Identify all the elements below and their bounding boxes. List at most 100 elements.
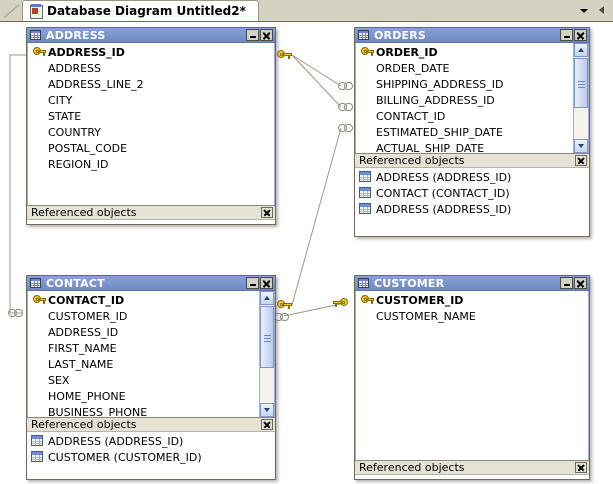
column-name: CONTACT_ID [48, 293, 125, 307]
table-title-bar[interactable]: ADDRESS [27, 28, 275, 43]
referenced-object-item[interactable]: ADDRESS (ADDRESS_ID) [355, 169, 589, 185]
column-icon-spacer [360, 61, 375, 75]
scroll-up-button[interactable] [574, 43, 588, 57]
referenced-object-label: ADDRESS (ADDRESS_ID) [48, 434, 184, 448]
column-row[interactable]: CONTACT_ID [356, 108, 573, 124]
column-row[interactable]: COUNTRY [28, 124, 274, 140]
referenced-objects-close-icon[interactable] [575, 155, 587, 166]
scrollbar-thumb[interactable] [574, 58, 588, 108]
tab-strip: Database Diagram Untitled2* [0, 0, 613, 22]
column-row[interactable]: CUSTOMER_ID [28, 308, 259, 324]
referenced-object-item[interactable]: CONTACT (CONTACT_ID) [355, 185, 589, 201]
referenced-objects-bar[interactable]: Referenced objects [355, 460, 589, 475]
column-row[interactable]: POSTAL_CODE [28, 140, 274, 156]
column-row-primary-key[interactable]: CONTACT_ID [28, 292, 259, 308]
minimize-button[interactable] [560, 277, 573, 289]
column-name: REGION_ID [48, 157, 109, 171]
column-row[interactable]: HOME_PHONE [28, 388, 259, 404]
column-name: LAST_NAME [48, 357, 114, 371]
column-name: CONTACT_ID [376, 109, 446, 123]
referenced-object-item[interactable]: ADDRESS (ADDRESS_ID) [355, 201, 589, 217]
tab-database-diagram[interactable]: Database Diagram Untitled2* [22, 0, 259, 21]
column-row-primary-key[interactable]: ORDER_ID [356, 44, 573, 60]
column-name: ADDRESS_LINE_2 [48, 77, 144, 91]
vertical-scrollbar[interactable] [573, 43, 588, 153]
minimize-button[interactable] [246, 277, 259, 289]
table-grid-icon [359, 187, 372, 199]
column-icon-spacer [360, 93, 375, 107]
table-grid-icon [31, 451, 44, 463]
column-row[interactable]: LAST_NAME [28, 356, 259, 372]
column-name: SHIPPING_ADDRESS_ID [376, 77, 504, 91]
table-name: CONTACT [46, 276, 105, 290]
table-title-bar[interactable]: ORDERS [355, 28, 589, 43]
scroll-down-button[interactable] [260, 403, 274, 417]
column-row-primary-key[interactable]: CUSTOMER_ID [356, 292, 588, 308]
relationship-key-marker-contact [277, 300, 293, 309]
table-title-bar[interactable]: CUSTOMER [355, 276, 589, 291]
chevron-down-icon[interactable] [578, 5, 591, 16]
close-tab-icon[interactable] [595, 4, 609, 17]
diagram-file-icon [29, 4, 43, 19]
column-row[interactable]: BUSINESS_PHONE [28, 404, 259, 418]
column-name: ORDER_ID [376, 45, 438, 59]
primary-key-icon [32, 293, 47, 307]
referenced-object-item[interactable]: ADDRESS (ADDRESS_ID) [27, 433, 275, 449]
column-row[interactable]: SEX [28, 372, 259, 388]
scroll-down-button[interactable] [574, 139, 588, 153]
table-icon [358, 29, 370, 41]
referenced-objects-list [355, 475, 589, 477]
close-button[interactable] [574, 277, 587, 289]
column-name: SEX [48, 373, 70, 387]
referenced-object-item[interactable]: CUSTOMER (CUSTOMER_ID) [27, 449, 275, 465]
close-button[interactable] [260, 277, 273, 289]
column-icon-spacer [32, 389, 47, 403]
column-row[interactable]: ADDRESS_LINE_2 [28, 76, 274, 92]
referenced-objects-close-icon[interactable] [575, 462, 587, 473]
referenced-object-label: ADDRESS (ADDRESS_ID) [376, 170, 512, 184]
column-row[interactable]: ADDRESS [28, 60, 274, 76]
column-icon-spacer [32, 93, 47, 107]
referenced-objects-bar[interactable]: Referenced objects [27, 417, 275, 432]
tab-strip-left-edge [0, 3, 24, 21]
column-row[interactable]: CITY [28, 92, 274, 108]
referenced-objects-close-icon[interactable] [261, 419, 273, 430]
column-row[interactable]: ADDRESS_ID [28, 324, 259, 340]
minimize-button[interactable] [246, 29, 259, 41]
close-button[interactable] [260, 29, 273, 41]
relationship-link-marker-contact-customer [274, 313, 290, 321]
referenced-objects-close-icon[interactable] [261, 207, 273, 218]
scroll-up-button[interactable] [260, 291, 274, 305]
column-row[interactable]: BILLING_ADDRESS_ID [356, 92, 573, 108]
column-icon-spacer [360, 77, 375, 91]
referenced-objects-bar[interactable]: Referenced objects [355, 153, 589, 168]
minimize-button[interactable] [560, 29, 573, 41]
relationship-link-marker-orders-billing [338, 103, 354, 111]
column-row[interactable]: REGION_ID [28, 156, 274, 172]
referenced-objects-bar[interactable]: Referenced objects [27, 205, 275, 220]
referenced-objects-list: ADDRESS (ADDRESS_ID)CUSTOMER (CUSTOMER_I… [27, 432, 275, 466]
scrollbar-thumb[interactable] [260, 306, 274, 368]
table-title-bar[interactable]: CONTACT [27, 276, 275, 291]
close-button[interactable] [574, 29, 587, 41]
column-row[interactable]: FIRST_NAME [28, 340, 259, 356]
referenced-objects-label: Referenced objects [31, 206, 137, 219]
column-row[interactable]: ESTIMATED_SHIP_DATE [356, 124, 573, 140]
column-row[interactable]: SHIPPING_ADDRESS_ID [356, 76, 573, 92]
column-row[interactable]: ORDER_DATE [356, 60, 573, 76]
column-row[interactable]: CUSTOMER_NAME [356, 308, 588, 324]
column-row-primary-key[interactable]: ADDRESS_ID [28, 44, 274, 60]
column-row[interactable]: STATE [28, 108, 274, 124]
vertical-scrollbar[interactable] [259, 291, 274, 417]
column-row[interactable]: ACTUAL_SHIP_DATE [356, 140, 573, 154]
